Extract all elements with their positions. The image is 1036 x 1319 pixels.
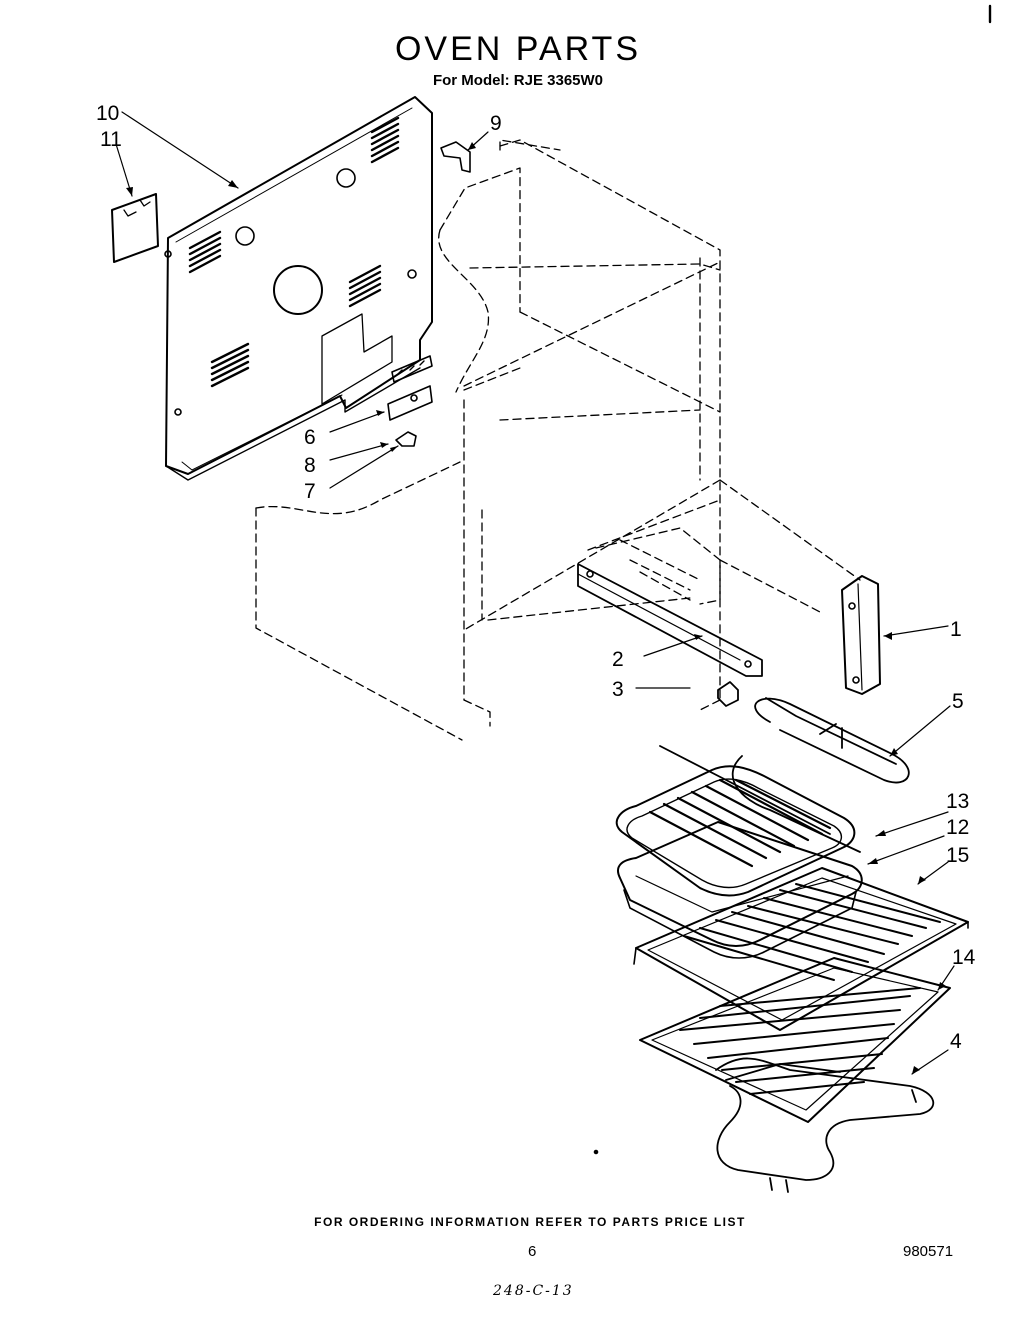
callout-14: 14 (952, 946, 976, 969)
bracket (440, 141, 471, 173)
rear-panel (164, 96, 433, 481)
callout-9: 9 (490, 112, 502, 135)
side-bracket (841, 575, 881, 695)
clip (717, 681, 739, 707)
small-parts (387, 355, 433, 447)
page-title: OVEN PARTS (394, 30, 642, 68)
callout-4: 4 (950, 1030, 962, 1053)
callout-5: 5 (952, 690, 964, 713)
oven-rack-lower (639, 957, 951, 1123)
drawing-number: 980571 (903, 1243, 954, 1260)
page-number: 6 (528, 1243, 537, 1260)
callout-1: 1 (950, 618, 962, 641)
speck (593, 1149, 599, 1155)
callout-15: 15 (946, 844, 969, 867)
callout-2: 2 (612, 648, 624, 671)
oven-rack-upper (633, 867, 969, 1031)
model-subtitle: For Model: RJE 3365W0 (432, 72, 604, 89)
broiler-grid (615, 765, 856, 897)
callout-13: 13 (946, 790, 969, 813)
ordering-note: FOR ORDERING INFORMATION REFER TO PARTS … (314, 1215, 746, 1229)
callout-8: 8 (304, 454, 316, 477)
small-plate (111, 193, 159, 263)
callout-12: 12 (946, 816, 969, 839)
cavity-lower-edges (719, 479, 861, 613)
oven-cavity (255, 139, 721, 741)
side-rail (577, 563, 763, 677)
callout-7: 7 (304, 480, 316, 503)
callout-numbers: 10 11 9 6 8 7 1 2 3 5 13 12 15 14 4 (96, 102, 976, 1053)
broil-element (659, 697, 910, 853)
handwritten-note: 248-C-13 (493, 1283, 574, 1299)
callout-3: 3 (612, 678, 624, 701)
callout-6: 6 (304, 426, 316, 449)
leader-lines (115, 111, 955, 1075)
callout-10: 10 (96, 102, 119, 125)
leader-arrowheads (126, 142, 946, 1074)
bake-element (715, 1057, 935, 1193)
callout-11: 11 (100, 128, 122, 151)
